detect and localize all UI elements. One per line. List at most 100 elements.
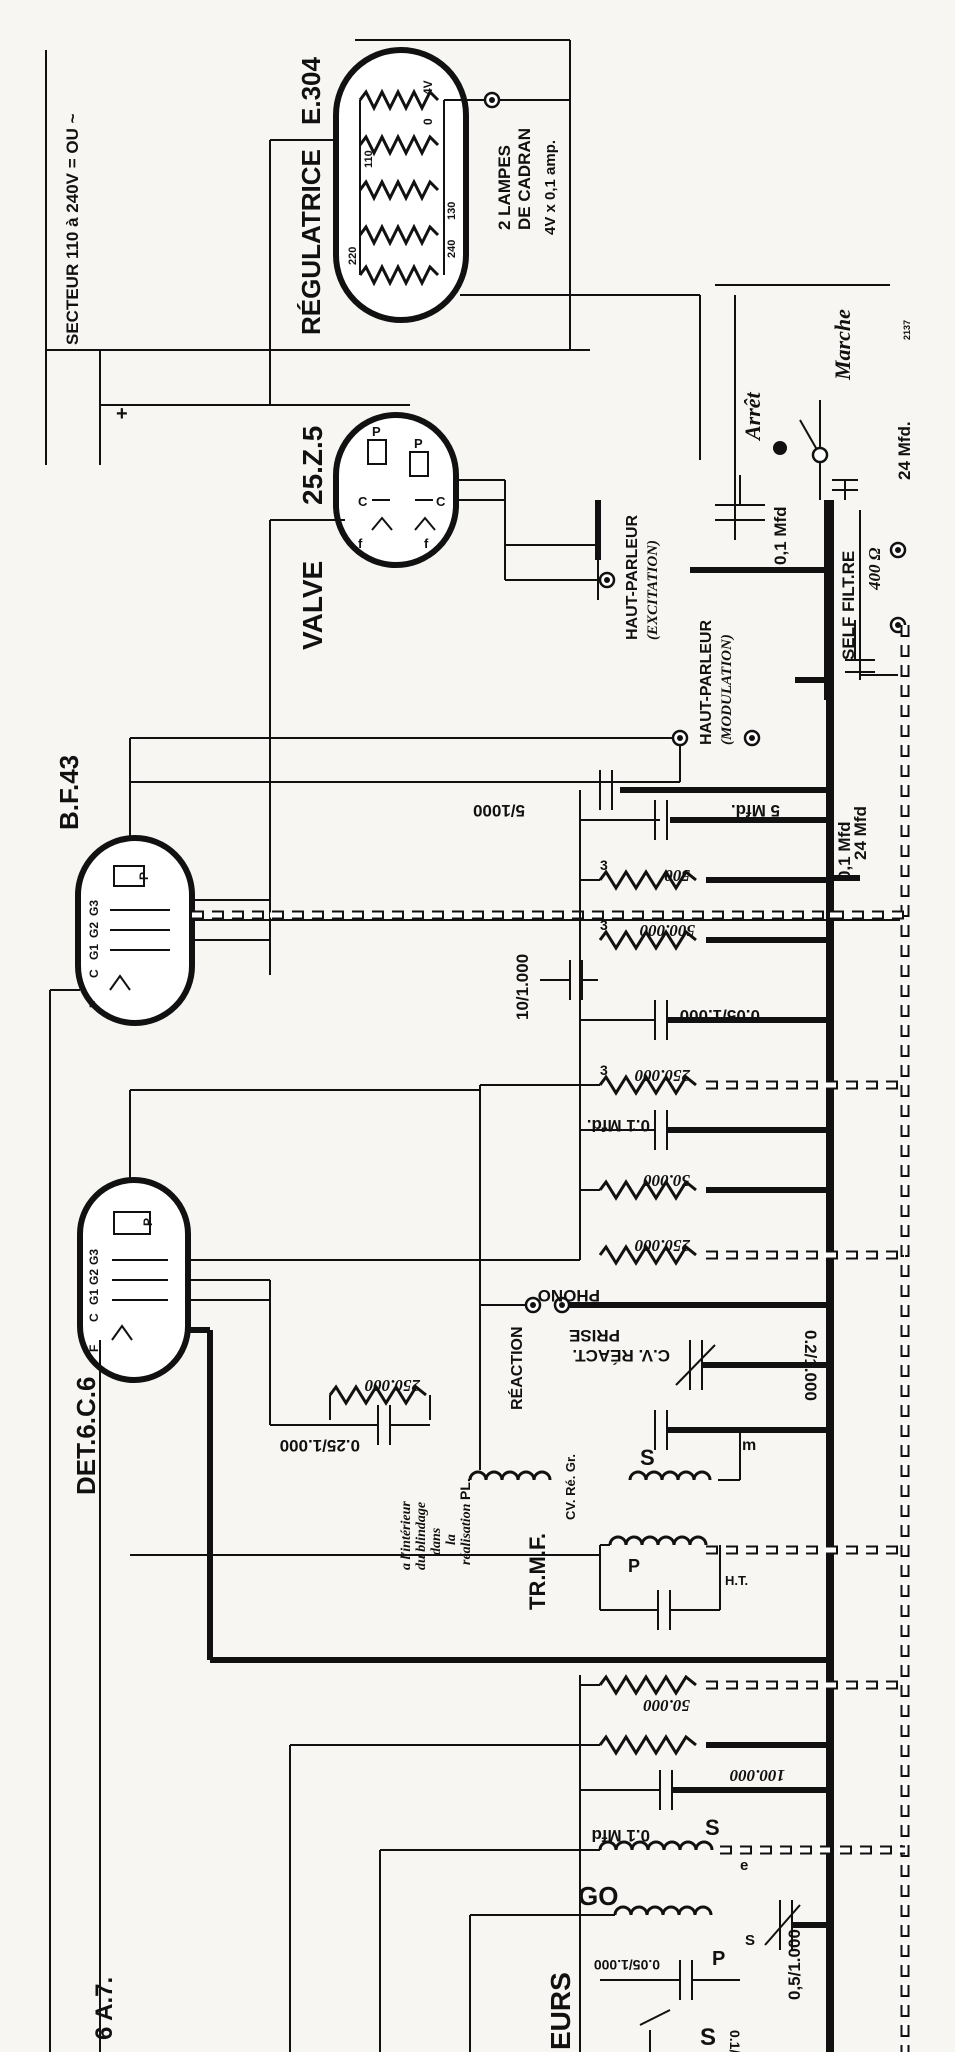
output-pin-c: C <box>87 969 101 978</box>
ballast-tap-110: 110 <box>363 150 375 168</box>
output-pin-g2: G2 <box>87 922 101 938</box>
osc-s-label: S <box>705 1815 720 1840</box>
c-02-1000-label: 0.2/1.000 <box>801 1330 820 1401</box>
ballast-tap-130: 130 <box>446 202 458 220</box>
bus-lines <box>690 500 910 2052</box>
osc-label: GO <box>578 1881 618 1911</box>
three-a: 3 <box>600 857 608 873</box>
osc-s2-label: S <box>745 1932 755 1949</box>
valve-type: 25.Z.5 <box>297 426 328 505</box>
r-250000-b-label: 250.000 <box>634 1236 691 1255</box>
output-components <box>479 770 905 1470</box>
detector-pin-g3: G3 <box>87 1249 101 1265</box>
shield-note-5: réalisation <box>459 1503 474 1565</box>
dial-lamps-line3: 4V x 0,1 amp. <box>542 140 559 235</box>
dial-lamps-line2: DE CADRAN <box>515 128 534 230</box>
osc-p-label: P <box>712 1948 725 1970</box>
valve-pin-p2: P <box>414 436 423 451</box>
valve-pin-c2: C <box>436 494 446 509</box>
osc-e-label: e <box>740 1857 748 1874</box>
ballast-tap-4v: 4V <box>421 80 435 95</box>
cv-re-gr-label: CV. Ré. Gr. <box>563 1454 578 1520</box>
speaker-modulation-b: (MODULATION) <box>719 634 735 745</box>
valve-pin-p1: P <box>372 424 381 439</box>
reaction-label: RÉACTION <box>507 1326 526 1410</box>
three-b: 3 <box>600 917 608 933</box>
c-01mfd-a-label: 0.1 Mfd. <box>587 1116 650 1135</box>
speaker-excitation-a: HAUT-PARLEUR <box>624 515 641 640</box>
valve-pin-f2: f <box>424 536 429 551</box>
choke-label: SELF FILT.RE <box>839 551 858 660</box>
output-pin-p: P <box>137 872 151 880</box>
c-5mfd-label: 5 Mfd. <box>731 801 780 820</box>
trmf-label: TR.M.F. <box>525 1533 550 1610</box>
output-pin-g1: G1 <box>87 944 101 960</box>
filter-c3-label: 24 Mfd <box>851 806 870 860</box>
r-500-label: 500 <box>664 866 690 885</box>
c-025-1000-label: 0.25/1.000 <box>280 1436 360 1455</box>
output-tube-type: B.F.43 <box>54 755 84 830</box>
c-10-1000-label: 10/1.000 <box>513 954 532 1020</box>
valve-label: VALVE <box>297 561 328 650</box>
detector-pin-p: P <box>141 1218 155 1226</box>
ballast-type: E.304 <box>296 57 326 125</box>
mains-label: SECTEUR 110 à 240V = OU ~ <box>63 113 82 345</box>
ballast-label: RÉGULATRICE <box>296 149 326 335</box>
ballast-tap-240: 240 <box>446 240 458 258</box>
output-pin-f: F <box>87 1001 101 1008</box>
output-pin-g3: G3 <box>87 900 101 916</box>
coil-m-label: m <box>742 1437 756 1454</box>
lower-components <box>289 1674 905 2052</box>
filter-c4-label: 0,1 Mfd <box>835 821 854 880</box>
detector-pin-f: F <box>87 1345 101 1352</box>
three-c: 3 <box>600 1062 608 1078</box>
lower-label: EURS <box>545 1972 576 2050</box>
shield-note-4: la <box>444 1534 459 1545</box>
r-250000-c-label: 250.000 <box>364 1376 421 1395</box>
r-500000-label: 500.000 <box>639 921 695 940</box>
ballast-tube <box>333 47 501 323</box>
frame-label: 6 A.7. <box>91 1977 118 2040</box>
detector-pin-g2: G2 <box>87 1269 101 1285</box>
r-50000-a-label: 50.000 <box>643 1171 690 1190</box>
detector-tube-type: DET.6.C.6 <box>71 1377 101 1496</box>
shield-note-2: du blindage <box>414 1502 429 1570</box>
speaker-terminals <box>129 500 761 790</box>
detector-pin-g1: G1 <box>87 1289 101 1305</box>
shield-note-1: a l'intérieur <box>399 1501 414 1570</box>
trmf-ht-label: H.T. <box>725 1573 748 1588</box>
if-transformer <box>130 1535 905 1630</box>
detector-components <box>270 1090 905 1481</box>
switch-off-label: Arrêt <box>740 391 765 442</box>
cv-react-label: C.V. RÉACT. <box>572 1346 670 1365</box>
speaker-modulation-a: HAUT-PARLEUR <box>698 620 715 745</box>
output-tube-bf43 <box>49 782 900 2052</box>
ballast-tap-220: 220 <box>347 247 359 265</box>
c-01-1000-label: 0.1/1.000 <box>727 2030 743 2052</box>
r-50000-b-label: 50.000 <box>643 1696 690 1715</box>
c-005-1000-b-label: 0.05/1.000 <box>594 1957 660 1973</box>
c-5-1000-label: 5/1000 <box>473 801 525 820</box>
switch-on-label: Marche <box>830 309 855 381</box>
c-01mfd-b-label: 0.1 Mfd <box>591 1826 650 1845</box>
c-05-1000-a-label: 0,5/1.000 <box>785 1929 804 2000</box>
ballast-tap-0: 0 <box>421 118 435 125</box>
valve-pin-f1: f <box>358 536 363 551</box>
mains-plus: + <box>116 403 128 425</box>
filter-c1-label: 0,1 Mfd <box>771 506 790 565</box>
choke-ohms: 400 Ω <box>865 547 884 591</box>
filter-c2-label: 24 Mfd. <box>895 421 914 480</box>
ref-number: 2137 <box>902 320 912 340</box>
shield-note-3: dans <box>429 1527 444 1555</box>
phono-b-label: PRISE <box>569 1326 620 1345</box>
coil-s-label: S <box>640 1445 655 1470</box>
pl-label: PL. <box>457 1478 473 1500</box>
r-100000-label: 100.000 <box>729 1766 785 1785</box>
speaker-excitation-b: (EXCITATION) <box>645 540 661 640</box>
valve-pin-c1: C <box>358 494 368 509</box>
c-005-label: 0.05/1.000 <box>680 1006 760 1025</box>
power-switch <box>773 400 829 500</box>
mains-wiring <box>45 39 890 465</box>
